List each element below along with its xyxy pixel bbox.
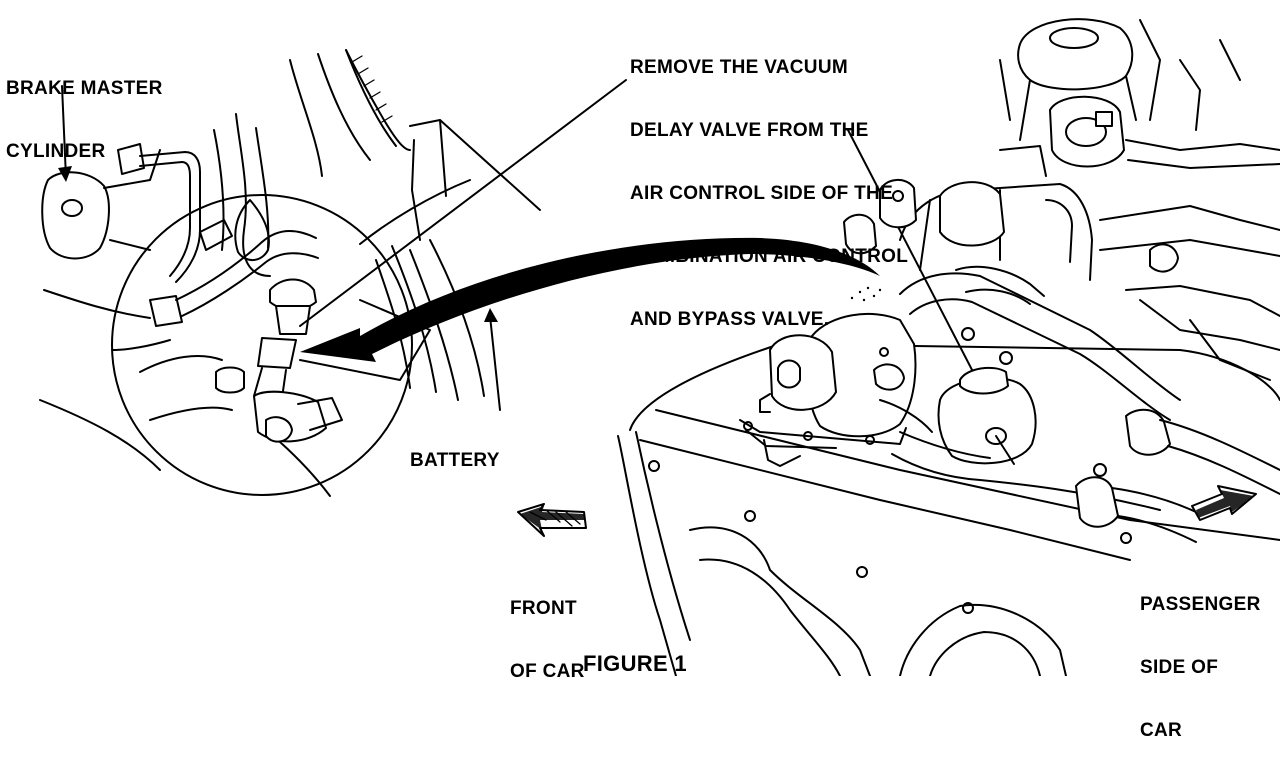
label-line: SIDE OF — [1140, 657, 1219, 678]
label-line: DELAY VALVE FROM THE — [630, 120, 869, 141]
passenger-side-label: PASSENGER SIDE OF CAR — [1140, 552, 1261, 762]
direction-arrow-icon — [1191, 485, 1257, 521]
figure-caption: FIGURE 1 — [583, 651, 687, 676]
label-line: AIR CONTROL SIDE OF THE — [630, 183, 894, 204]
label-line: FRONT — [510, 598, 577, 619]
detail-inset — [39, 49, 541, 497]
direction-arrow-icon — [517, 503, 587, 537]
label-line: BRAKE MASTER — [6, 78, 163, 99]
label-line: REMOVE THE VACUUM — [630, 57, 848, 78]
engine-diagram — [39, 18, 1280, 676]
label-line: CAR — [1140, 720, 1183, 741]
detail-callout-arrow — [300, 237, 882, 362]
battery-label: BATTERY — [410, 450, 500, 471]
instruction-label: REMOVE THE VACUUM DELAY VALVE FROM THE A… — [630, 15, 908, 351]
label-line: AND BYPASS VALVE. — [630, 309, 830, 330]
label-line: CYLINDER — [6, 141, 106, 162]
brake-master-cylinder-label: BRAKE MASTER CYLINDER — [6, 36, 163, 183]
instruction-leader — [299, 79, 627, 327]
label-line: COMBINATION AIR CONTROL — [630, 246, 909, 267]
front-of-car-label: FRONT OF CAR — [510, 556, 585, 703]
label-line: PASSENGER — [1140, 594, 1261, 615]
label-line: OF CAR — [510, 661, 585, 682]
engine-assembly — [617, 18, 1280, 676]
